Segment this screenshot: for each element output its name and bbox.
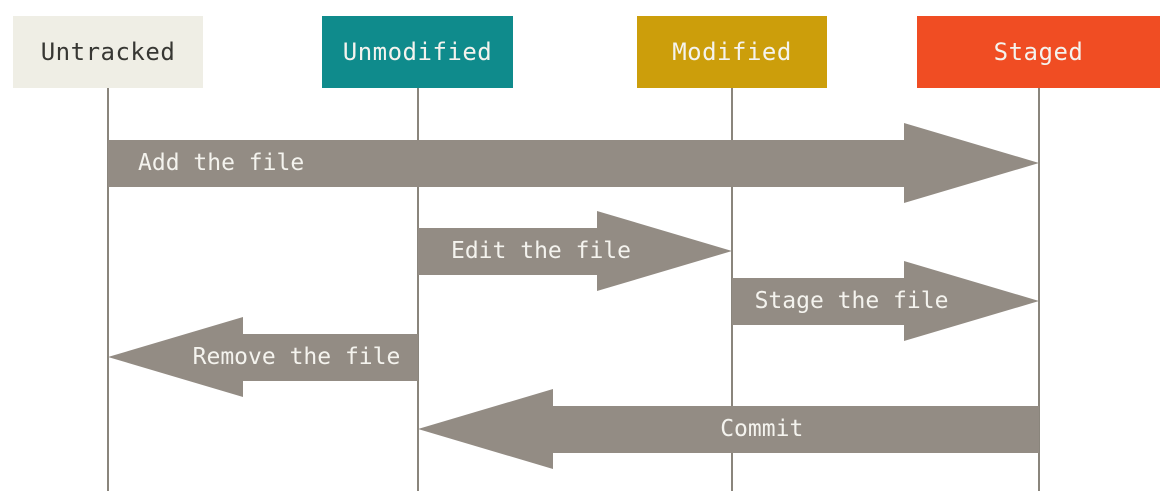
arrow-head-remove-the-file-left bbox=[108, 317, 243, 397]
state-box-unmodified: Unmodified bbox=[322, 16, 513, 88]
arrow-head-add-the-file-right bbox=[903, 123, 1039, 203]
state-box-untracked: Untracked bbox=[13, 16, 203, 88]
arrow-head-edit-the-file-right bbox=[597, 211, 732, 291]
state-label-staged: Staged bbox=[993, 38, 1084, 66]
arrow-add-the-file: Add the file bbox=[108, 123, 1039, 203]
state-label-untracked: Untracked bbox=[40, 38, 176, 66]
arrow-label-remove-the-file: Remove the file bbox=[192, 344, 401, 370]
arrow-shaft-remove-the-file bbox=[241, 333, 418, 381]
lifeline-unmodified bbox=[416, 88, 419, 491]
arrow-label-add-the-file: Add the file bbox=[138, 150, 305, 176]
arrow-label-commit: Commit bbox=[720, 416, 804, 442]
state-box-staged: Staged bbox=[917, 16, 1160, 88]
arrow-head-commit-left bbox=[417, 389, 553, 469]
arrow-edit-the-file: Edit the file bbox=[417, 211, 732, 291]
state-label-unmodified: Unmodified bbox=[342, 38, 493, 66]
lifeline-untracked bbox=[107, 88, 109, 491]
arrow-stage-the-file: Stage the file bbox=[732, 261, 1039, 341]
arrow-shaft-commit bbox=[550, 405, 1039, 453]
state-label-modified: Modified bbox=[672, 38, 792, 66]
arrow-head-stage-the-file-right bbox=[903, 261, 1039, 341]
arrow-shaft-stage-the-file bbox=[732, 277, 906, 325]
arrow-label-edit-the-file: Edit the file bbox=[450, 238, 631, 264]
arrow-remove-the-file: Remove the file bbox=[108, 317, 418, 397]
lifeline-staged bbox=[1037, 88, 1040, 491]
state-box-modified: Modified bbox=[637, 16, 827, 88]
arrow-shaft-add-the-file bbox=[108, 139, 906, 187]
arrow-shaft-edit-the-file bbox=[417, 227, 599, 275]
arrow-label-stage-the-file: Stage the file bbox=[754, 288, 949, 314]
arrow-commit: Commit bbox=[417, 389, 1039, 469]
